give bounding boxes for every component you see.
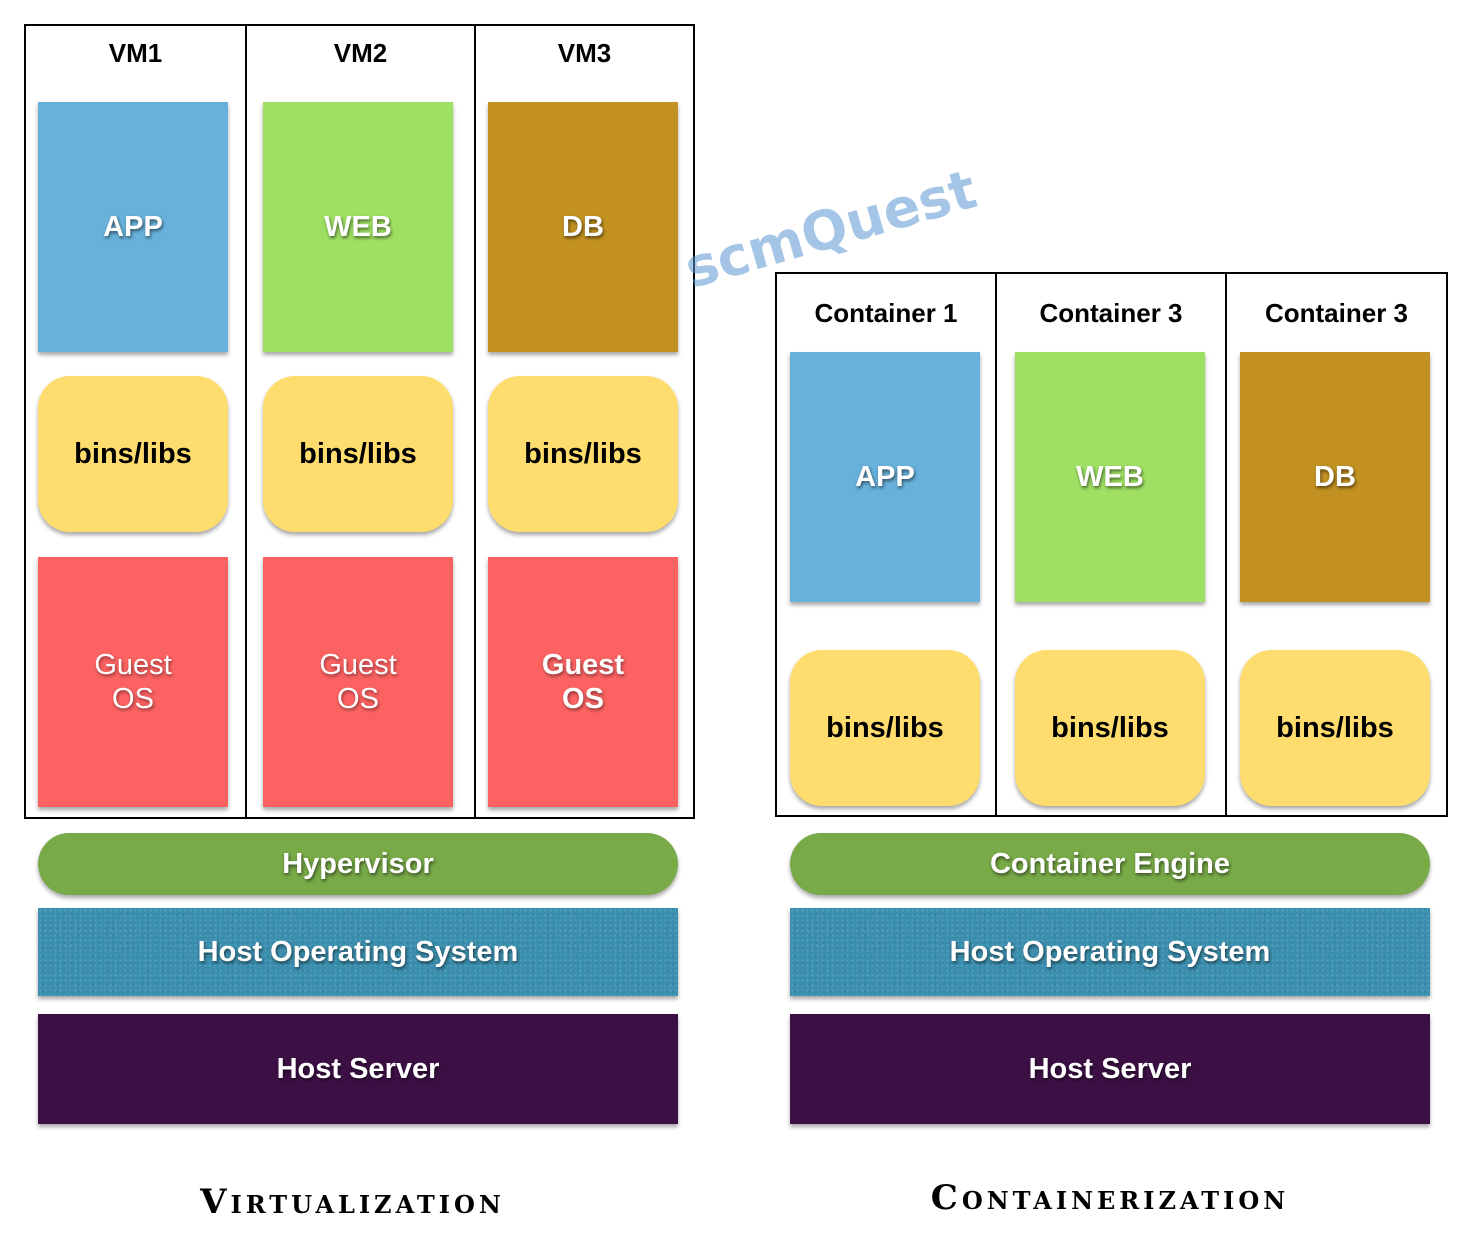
- container3-db-block: DB: [1240, 352, 1430, 602]
- hypervisor-label: Hypervisor: [282, 847, 434, 880]
- vm3-bins-libs: bins/libs: [488, 376, 678, 532]
- container1-app-block: APP: [790, 352, 980, 602]
- vm2-web-label: WEB: [324, 210, 392, 243]
- container2-bins-libs: bins/libs: [1015, 650, 1205, 806]
- container3-db-label: DB: [1314, 460, 1356, 493]
- hypervisor-layer: Hypervisor: [38, 833, 678, 895]
- vm1-guest-label-line2: OS: [112, 683, 154, 715]
- vm3-db-block: DB: [488, 102, 678, 352]
- vm-host-server-label: Host Server: [276, 1052, 440, 1085]
- vm3-guest-label-line2: OS: [562, 683, 604, 715]
- container2-title: Container 3: [1039, 298, 1183, 328]
- vm-host-os-layer: Host Operating System: [38, 908, 678, 996]
- container-host-server-label: Host Server: [1028, 1052, 1192, 1085]
- container-host-os-label: Host Operating System: [949, 935, 1271, 968]
- vm3-db-label: DB: [562, 210, 604, 243]
- vm2-bins-libs: bins/libs: [263, 376, 453, 532]
- container-host-server-layer: Host Server: [790, 1014, 1430, 1124]
- container1-bins-label: bins/libs: [826, 711, 944, 744]
- container2-bins-label: bins/libs: [1051, 711, 1169, 744]
- vm1-app-block: APP: [38, 102, 228, 352]
- container2-web-label: WEB: [1076, 460, 1144, 493]
- container1-app-label: APP: [855, 460, 915, 493]
- virtualization-caption: Virtualization: [200, 1182, 505, 1222]
- vm1-app-label: APP: [103, 210, 163, 243]
- container-divider: [1225, 272, 1227, 817]
- vm2-web-block: WEB: [263, 102, 453, 352]
- container3-title: Container 3: [1264, 298, 1409, 328]
- vm1-title: VM1: [108, 38, 163, 68]
- container1-title: Container 1: [814, 298, 958, 328]
- vm-divider: [474, 24, 476, 819]
- vm1-bins-label: bins/libs: [74, 437, 192, 470]
- container-engine-layer: Container Engine: [790, 833, 1430, 895]
- vm2-guest-label-line2: OS: [337, 683, 379, 715]
- vm3-title: VM3: [557, 38, 612, 68]
- vm1-guest-label-line1: Guest: [94, 649, 172, 681]
- containerization-caption: Containerization: [930, 1178, 1290, 1218]
- container3-bins-label: bins/libs: [1276, 711, 1394, 744]
- vm1-bins-libs: bins/libs: [38, 376, 228, 532]
- vm-host-server-layer: Host Server: [38, 1014, 678, 1124]
- container1-bins-libs: bins/libs: [790, 650, 980, 806]
- container-engine-label: Container Engine: [989, 847, 1231, 880]
- vm2-guest-label-line1: Guest: [319, 649, 397, 681]
- vm3-guest-label-line1: Guest: [541, 649, 625, 681]
- vm-divider: [245, 24, 247, 819]
- vm2-guest-os: Guest OS: [263, 557, 453, 807]
- container-divider: [995, 272, 997, 817]
- vm1-guest-os: Guest OS: [38, 557, 228, 807]
- container-frame: [775, 272, 1448, 817]
- vm-host-os-label: Host Operating System: [197, 935, 519, 968]
- vm2-title: VM2: [333, 38, 388, 68]
- vm3-bins-label: bins/libs: [524, 437, 642, 470]
- container2-web-block: WEB: [1015, 352, 1205, 602]
- vm-frame: [24, 24, 695, 819]
- vm3-guest-os: Guest OS: [488, 557, 678, 807]
- container3-bins-libs: bins/libs: [1240, 650, 1430, 806]
- container-host-os-layer: Host Operating System: [790, 908, 1430, 996]
- vm2-bins-label: bins/libs: [299, 437, 417, 470]
